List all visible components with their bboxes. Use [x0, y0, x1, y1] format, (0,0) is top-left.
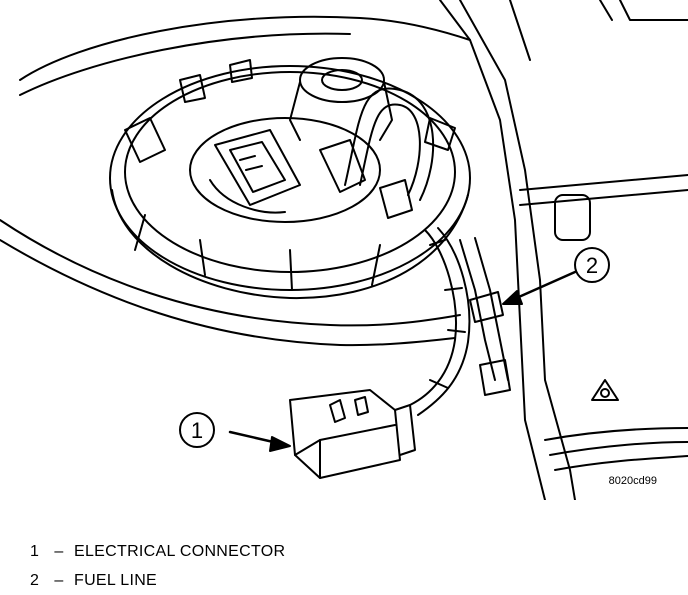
legend: 1–ELECTRICAL CONNECTOR 2–FUEL LINE	[30, 537, 285, 595]
callout-1: 1	[179, 412, 291, 452]
wire-harness	[409, 227, 471, 416]
legend-item-label: ELECTRICAL CONNECTOR	[74, 543, 286, 560]
module-connector	[214, 129, 301, 206]
fuel-line-hose	[319, 87, 511, 396]
tank-body-outline	[0, 0, 688, 500]
callout-2: 2	[502, 247, 610, 305]
figure-id: 8020cd99	[609, 475, 657, 487]
pump-module-top	[189, 57, 393, 223]
lock-ring	[109, 59, 471, 300]
legend-item-number: 1	[30, 543, 40, 560]
legend-item-label: FUEL LINE	[74, 572, 158, 589]
legend-item: 2–FUEL LINE	[30, 566, 285, 595]
fuel-pump-module-illustration: 1 2 8020cd99	[0, 0, 688, 500]
callout-2-number: 2	[586, 253, 598, 278]
callout-1-number: 1	[191, 418, 203, 443]
legend-item-number: 2	[30, 572, 40, 589]
legend-item: 1–ELECTRICAL CONNECTOR	[30, 537, 285, 566]
electrical-connector	[289, 389, 416, 479]
legend-item-dash: –	[54, 543, 64, 560]
legend-item-dash: –	[54, 572, 64, 589]
